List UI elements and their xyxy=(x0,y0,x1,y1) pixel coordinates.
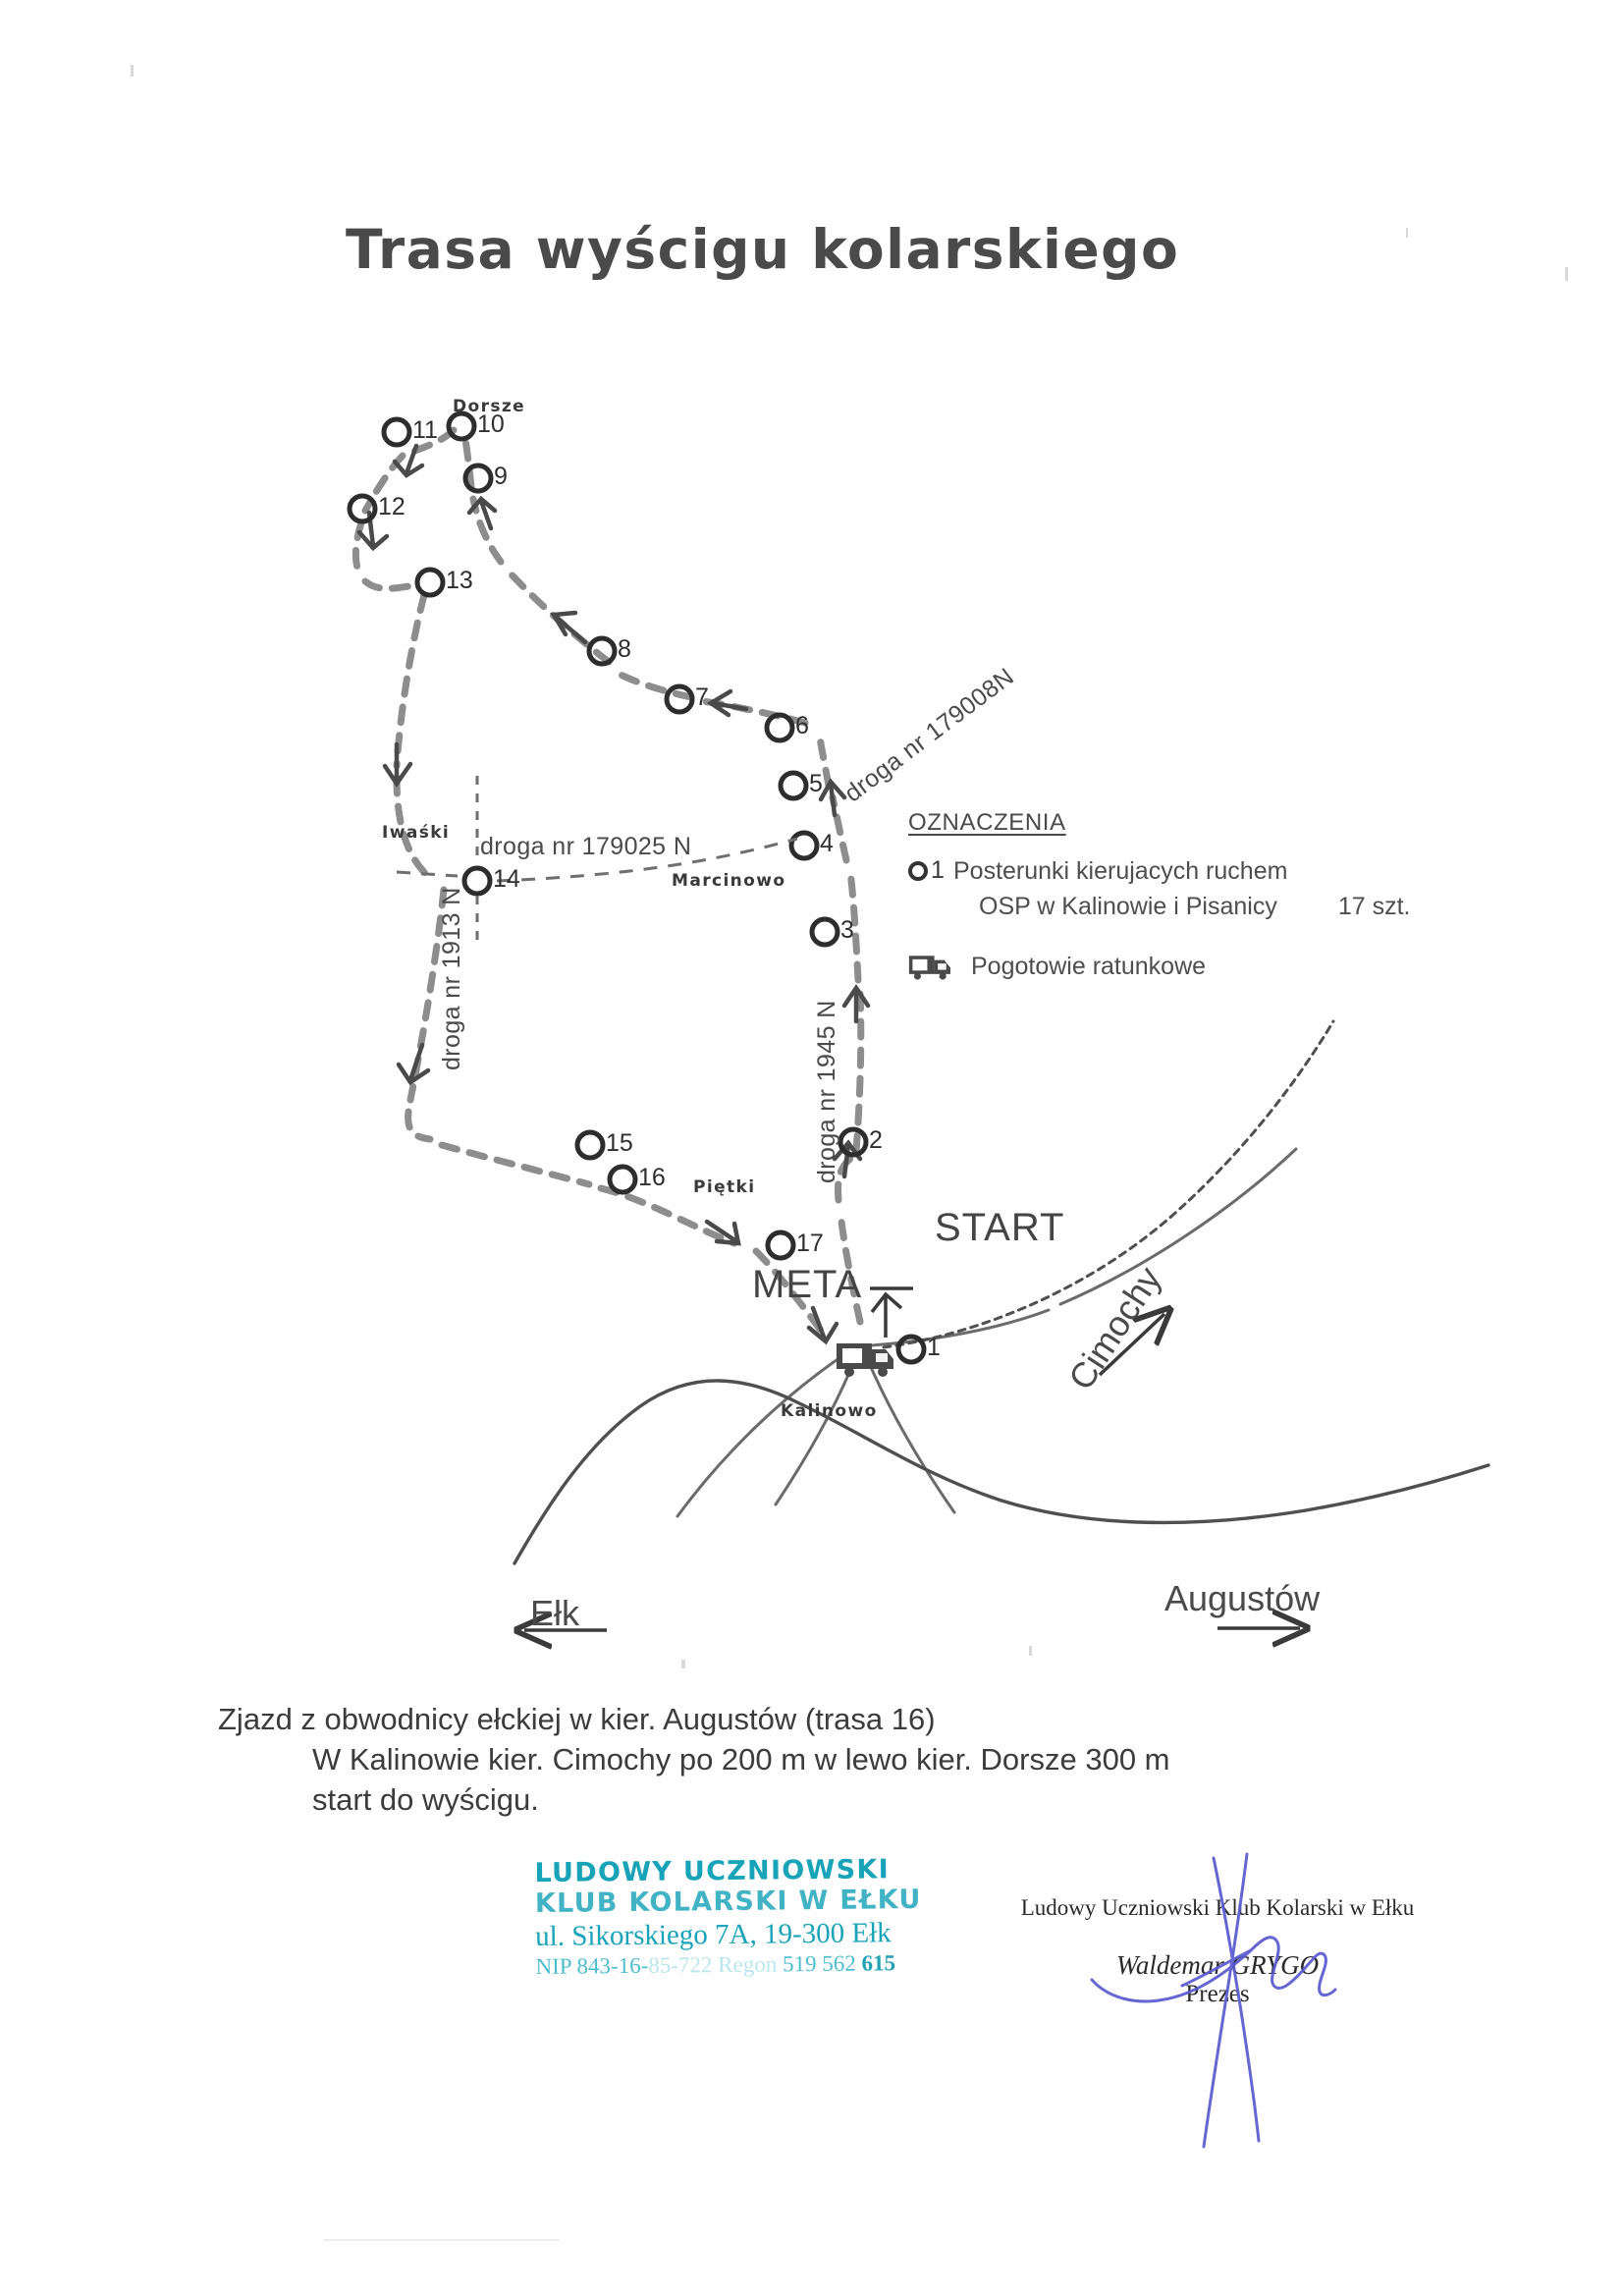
checkpoint-ring-10 xyxy=(446,410,477,442)
legend-item-traffic-posts: 1 Posterunki kierujacych ruchem OSP w Ka… xyxy=(908,854,1419,924)
checkpoint-ring-2 xyxy=(838,1126,869,1158)
legend-item-text-ambulance: Pogotowie ratunkowe xyxy=(971,953,1207,980)
page-title: Trasa wyścigu kolarskiego xyxy=(346,218,1180,281)
instruction-line-1: Zjazd z obwodnicy ełckiej w kier. August… xyxy=(218,1702,936,1736)
road-label-179025: droga nr 179025 N xyxy=(480,833,692,860)
club-stamp: LUDOWY UCZNIOWSKI KLUB KOLARSKI W EŁKU u… xyxy=(534,1854,922,1980)
signature-name: Waldemar GRYGO xyxy=(1115,1950,1320,1980)
road-179025-line xyxy=(396,837,798,883)
direction-label-elk: Ełk xyxy=(530,1593,580,1633)
legend-title: OZNACZENIA xyxy=(908,809,1066,836)
ambulance-icon xyxy=(908,950,953,981)
road-label-1913: droga nr 1913 N xyxy=(438,887,465,1070)
legend-item-ambulance: Pogotowie ratunkowe xyxy=(908,950,1419,985)
stamp-nip-prefix: NIP 843-16- xyxy=(535,1952,649,1980)
stamp-line-4: NIP 843-16-85-722 Regon 519 562 615 xyxy=(535,1950,922,1980)
checkpoint-label-8: 8 xyxy=(618,635,631,663)
stamp-line-1: LUDOWY UCZNIOWSKI xyxy=(534,1854,891,1889)
checkpoint-label-7: 7 xyxy=(695,683,709,711)
checkpoint-label-14: 14 xyxy=(493,865,520,893)
scan-speckle xyxy=(1029,1646,1032,1656)
legend-item-text-line2: OSP w Kalinowie i Pisanicy xyxy=(979,892,1277,920)
signature-organization: Ludowy Uczniowski Klub Kolarski w Ełku xyxy=(1020,1895,1415,1920)
place-label-dorsze: Dorsze xyxy=(453,397,526,416)
start-marker-label: START xyxy=(935,1206,1065,1249)
checkpoint-ring-5 xyxy=(778,770,809,801)
checkpoint-label-13: 13 xyxy=(446,567,473,594)
checkpoint-rings xyxy=(347,410,927,1365)
route-direction-arrows xyxy=(356,443,871,1345)
scan-speckle xyxy=(131,65,134,77)
checkpoint-ring-12 xyxy=(347,493,378,524)
legend-symbol-number: 1 xyxy=(931,856,945,884)
route-instructions: Zjazd z obwodnicy ełckiej w kier. August… xyxy=(218,1699,1475,1821)
checkpoint-ring-14 xyxy=(461,865,493,897)
start-tick-arrow xyxy=(870,1286,913,1338)
ambulance-icon-map xyxy=(837,1343,893,1377)
checkpoint-label-12: 12 xyxy=(378,493,406,520)
meta-marker-label: META xyxy=(752,1263,863,1306)
route-map: 1 2 3 4 5 6 7 8 9 10 11 12 13 14 15 16 1… xyxy=(0,354,1623,1660)
stamp-regon-mid: 519 562 xyxy=(777,1950,862,1977)
side-roads xyxy=(676,1147,1298,1518)
signature-block: Ludowy Uczniowski Klub Kolarski w Ełku W… xyxy=(1011,1895,1424,2008)
stamp-line-3: ul. Sikorskiego 7A, 19-300 Ełk xyxy=(535,1917,892,1953)
direction-label-augustow: Augustów xyxy=(1164,1578,1321,1618)
map-legend: OZNACZENIA 1 Posterunki kierujacych ruch… xyxy=(908,809,1419,985)
cimochy-road xyxy=(882,1019,1335,1349)
checkpoint-ring-6 xyxy=(764,712,795,743)
checkpoint-label-11: 11 xyxy=(412,416,438,444)
checkpoint-label-16: 16 xyxy=(638,1164,666,1191)
stamp-line-2: KLUB KOLARSKI W EŁKU xyxy=(534,1884,922,1920)
scan-speckle xyxy=(681,1660,685,1668)
instruction-line-3: start do wyścigu. xyxy=(312,1782,539,1818)
checkpoint-label-6: 6 xyxy=(795,712,809,739)
stamp-regon-bold: 615 xyxy=(861,1950,896,1976)
checkpoint-ring-9 xyxy=(462,463,494,494)
direction-arrow-cimochy xyxy=(1098,1314,1164,1377)
checkpoint-label-1: 1 xyxy=(927,1334,941,1361)
circle-marker-icon: 1 xyxy=(908,854,953,885)
place-label-iwaski: Iwaśki xyxy=(382,823,451,843)
signature-role: Prezes xyxy=(1185,1981,1250,2007)
checkpoint-ring-13 xyxy=(414,567,446,598)
checkpoint-label-2: 2 xyxy=(869,1126,883,1154)
checkpoint-label-4: 4 xyxy=(820,830,834,857)
checkpoint-ring-7 xyxy=(664,683,695,715)
scan-speckle xyxy=(1406,228,1408,238)
checkpoint-ring-11 xyxy=(381,416,412,448)
checkpoint-ring-17 xyxy=(765,1230,796,1261)
stamp-nip-faded: 85-722 Regon xyxy=(648,1951,778,1978)
legend-item-quantity: 17 szt. xyxy=(1337,892,1411,920)
checkpoint-label-3: 3 xyxy=(840,916,854,944)
instruction-line-2: W Kalinowie kier. Cimochy po 200 m w lew… xyxy=(312,1742,1170,1777)
checkpoint-label-9: 9 xyxy=(494,463,508,490)
place-label-marcinowo: Marcinowo xyxy=(672,871,786,891)
legend-item-text-line1: Posterunki kierujacych ruchem xyxy=(953,857,1288,885)
checkpoint-ring-8 xyxy=(586,635,618,667)
checkpoint-label-15: 15 xyxy=(606,1129,633,1157)
checkpoint-ring-16 xyxy=(607,1164,638,1195)
route-map-vector xyxy=(347,410,1490,1660)
road-label-1945: droga nr 1945 N xyxy=(813,1000,840,1183)
checkpoint-label-10: 10 xyxy=(477,410,505,438)
place-label-pietki: Piętki xyxy=(693,1177,756,1197)
checkpoint-label-17: 17 xyxy=(796,1230,824,1257)
checkpoint-ring-1 xyxy=(895,1334,927,1365)
scan-speckle xyxy=(324,2239,560,2241)
main-road-elk-augustow xyxy=(513,1379,1490,1565)
checkpoint-label-5: 5 xyxy=(809,770,823,797)
checkpoint-ring-3 xyxy=(809,916,840,948)
checkpoint-ring-4 xyxy=(788,830,820,861)
place-label-kalinowo: Kalinowo xyxy=(781,1401,878,1421)
scan-speckle xyxy=(1565,267,1568,281)
checkpoint-ring-15 xyxy=(574,1129,606,1161)
